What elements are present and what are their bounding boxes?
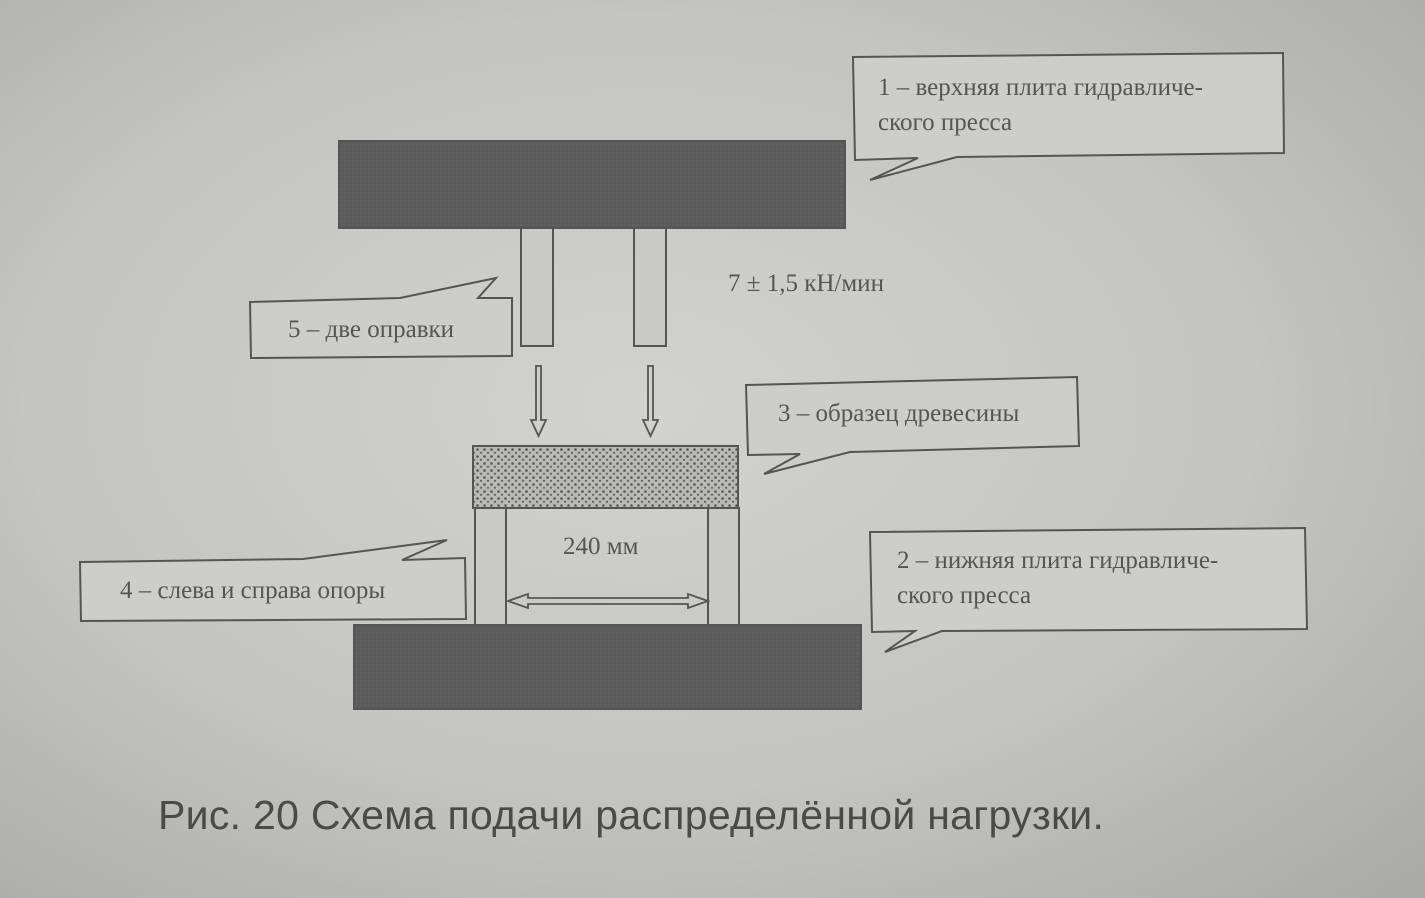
load-arrow-left bbox=[529, 365, 548, 439]
mandrel-right bbox=[633, 227, 667, 347]
mandrel-left bbox=[520, 227, 554, 347]
figure-caption: Рис. 20 Схема подачи распределённой нагр… bbox=[158, 792, 1105, 838]
lower-press-plate bbox=[353, 624, 862, 710]
support-left bbox=[474, 507, 507, 629]
callout-upper-plate-line1: 1 – верхняя плита гидравличе- bbox=[878, 74, 1203, 101]
callout-sample bbox=[744, 375, 1081, 475]
callout-lower-plate bbox=[868, 526, 1309, 653]
wood-sample bbox=[472, 445, 739, 509]
callout-mandrels-text: 5 – две оправки bbox=[288, 316, 454, 343]
load-rate-label: 7 ± 1,5 кН/мин bbox=[728, 270, 884, 297]
callout-upper-plate bbox=[851, 51, 1286, 181]
support-right bbox=[707, 507, 740, 629]
span-dimension-arrow bbox=[505, 592, 711, 610]
callout-lower-plate-line1: 2 – нижняя плита гидравличе- bbox=[897, 547, 1218, 574]
callout-lower-plate-line2: ского пресса bbox=[897, 582, 1031, 609]
load-arrow-right bbox=[641, 365, 660, 439]
callout-sample-text: 3 – образец древесины bbox=[778, 400, 1019, 427]
upper-press-plate bbox=[338, 140, 846, 229]
callout-supports bbox=[78, 539, 468, 623]
callout-supports-text: 4 – слева и справа опоры bbox=[120, 577, 385, 604]
callout-upper-plate-line2: ского пресса bbox=[878, 109, 1012, 136]
span-label: 240 мм bbox=[563, 533, 639, 560]
callout-mandrels bbox=[248, 276, 513, 360]
